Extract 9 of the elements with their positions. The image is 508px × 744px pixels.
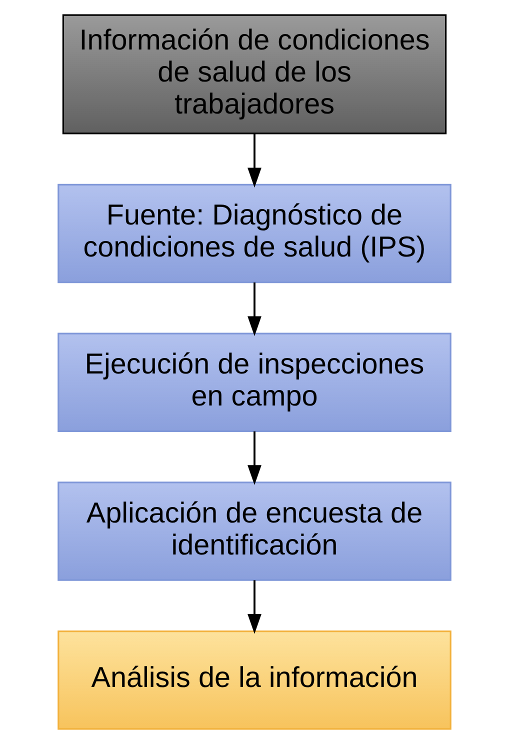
node-box: Información de condiciones de salud de los trabajadores [62, 14, 446, 134]
node-box: Aplicación de encuesta de identificación [57, 482, 451, 581]
node-box: Análisis de la información [57, 630, 451, 730]
node-box: Ejecución de inspecciones en campo [57, 332, 451, 432]
arrow [247, 431, 261, 486]
node-box: Fuente: Diagnóstico de condiciones de salud (IPS) [57, 184, 451, 284]
arrow [247, 282, 261, 336]
arrow [247, 134, 261, 188]
arrow [247, 580, 261, 634]
